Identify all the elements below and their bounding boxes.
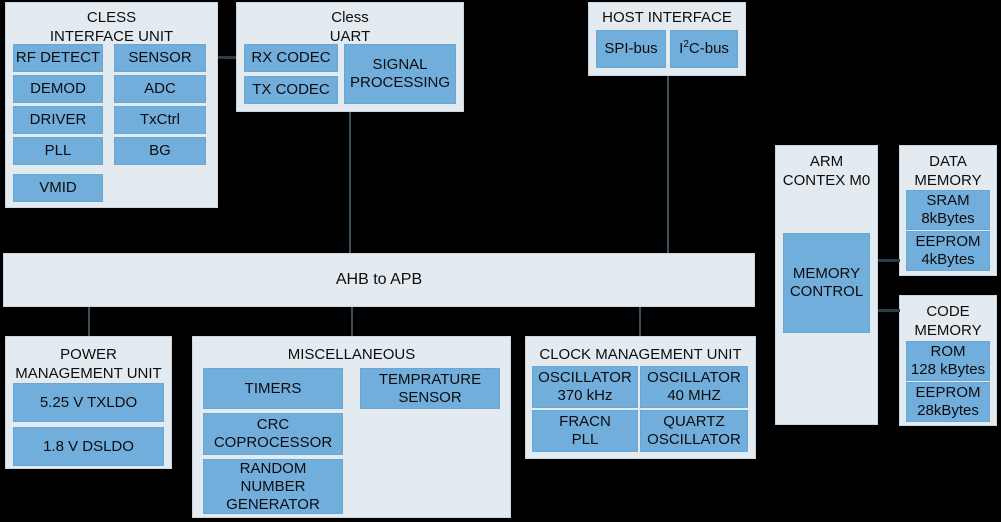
block-eeprom-data[interactable]: EEPROM 4kBytes [906, 231, 990, 271]
panel-title-host-interface: HOST INTERFACE [602, 9, 732, 26]
block-spi-bus[interactable]: SPI-bus [596, 30, 666, 68]
block-dsldo[interactable]: 1.8 V DSLDO [13, 427, 164, 466]
block-rf-detect[interactable]: RF DETECT [13, 44, 103, 72]
connector-host-to-bus [667, 76, 669, 253]
block-txldo[interactable]: 5.25 V TXLDO [13, 383, 164, 422]
block-timers[interactable]: TIMERS [203, 368, 343, 409]
block-temprature-sensor[interactable]: TEMPRATURE SENSOR [360, 368, 500, 409]
panel-title-cless-interface-unit: CLESS INTERFACE UNIT [49, 9, 174, 45]
panel-title-data-memory: DATA MEMORY [914, 153, 982, 189]
connector-bus-to-misc [351, 307, 353, 336]
block-i2c-bus-label: I2C-bus [679, 39, 729, 57]
block-oscillator-40mhz[interactable]: OSCILLATOR 40 MHZ [640, 366, 748, 408]
block-sensor[interactable]: SENSOR [114, 44, 206, 72]
block-rom[interactable]: ROM 128 kBytes [906, 341, 990, 381]
block-random-number-generator[interactable]: RANDOM NUMBER GENERATOR [203, 459, 343, 514]
connector-bus-to-pmu [88, 307, 90, 336]
block-driver[interactable]: DRIVER [13, 106, 103, 134]
block-pll[interactable]: PLL [13, 137, 103, 165]
block-oscillator-370khz[interactable]: OSCILLATOR 370 kHz [532, 366, 638, 408]
block-signal-processing[interactable]: SIGNAL PROCESSING [344, 44, 456, 104]
block-sram[interactable]: SRAM 8kBytes [906, 190, 990, 230]
panel-cless-interface-unit[interactable]: CLESS INTERFACE UNIT [5, 2, 218, 208]
block-quartz-oscillator[interactable]: QUARTZ OSCILLATOR [640, 410, 748, 452]
panel-title-arm-contex-m0: ARM CONTEX M0 [782, 153, 871, 189]
connector-cless-to-uart [218, 56, 236, 59]
connector-arm-to-data-memory [878, 259, 900, 262]
block-rx-codec[interactable]: RX CODEC [244, 44, 338, 72]
block-eeprom-code[interactable]: EEPROM 28kBytes [906, 382, 990, 422]
panel-title-cless-uart: Cless UART [329, 9, 371, 45]
connector-arm-to-code-memory [878, 309, 900, 312]
panel-title-power-management-unit: POWER MANAGEMENT UNIT [15, 346, 162, 382]
block-adc[interactable]: ADC [114, 75, 206, 103]
block-crc-coprocessor[interactable]: CRC COPROCESSOR [203, 413, 343, 455]
connector-uart-to-bus [349, 112, 351, 253]
panel-title-code-memory: CODE MEMORY [914, 303, 982, 339]
block-memory-control[interactable]: MEMORY CONTROL [783, 233, 870, 333]
bus-ahb-to-apb[interactable]: AHB to APB [3, 253, 755, 307]
block-bg[interactable]: BG [114, 137, 206, 165]
connector-bus-to-cmu [639, 307, 641, 336]
block-vmid[interactable]: VMID [13, 174, 103, 202]
block-demod[interactable]: DEMOD [13, 75, 103, 103]
panel-title-miscellaneous: MISCELLANEOUS [287, 346, 416, 363]
block-tx-codec[interactable]: TX CODEC [244, 76, 338, 104]
block-i2c-bus[interactable]: I2C-bus [670, 30, 738, 68]
block-txctrl[interactable]: TxCtrl [114, 106, 206, 134]
block-fracn-pll[interactable]: FRACN PLL [532, 410, 638, 452]
panel-title-clock-management-unit: CLOCK MANAGEMENT UNIT [539, 346, 742, 363]
